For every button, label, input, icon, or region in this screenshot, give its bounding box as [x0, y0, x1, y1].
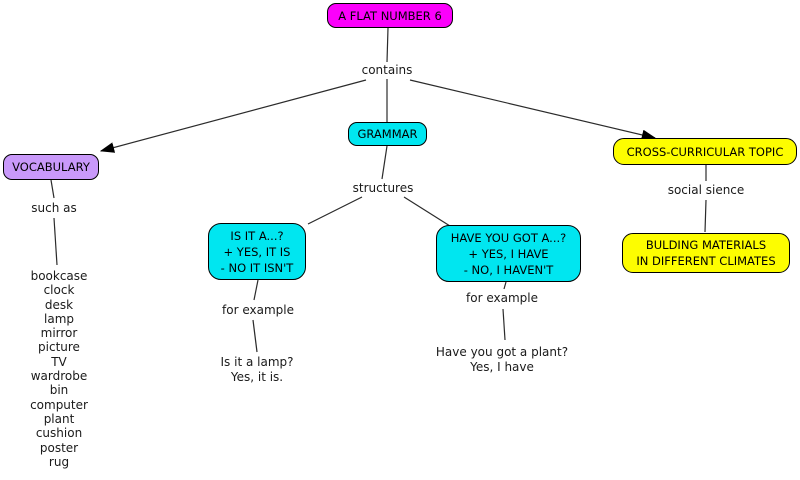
link-forexample-isitexample-line: [252, 319, 258, 353]
link-structures-haveyougot-line: [403, 196, 451, 227]
node-have-you-got-a-line3: - NO, I HAVEN'T: [463, 262, 554, 277]
link-label-structures[interactable]: structures: [352, 181, 414, 195]
link-structures-isit-line: [307, 196, 363, 225]
link-suchas-vocablist-line: [53, 217, 58, 266]
list-item: picture: [38, 340, 80, 355]
link-label-for-example-right[interactable]: for example: [466, 291, 538, 305]
link-label-social-sience[interactable]: social sience: [667, 183, 745, 197]
list-item: bin: [49, 383, 69, 398]
link-label-such-as[interactable]: such as: [31, 201, 77, 215]
link-contains-vocabulary-arrow: [99, 79, 367, 153]
link-label-for-example-left[interactable]: for example: [222, 303, 294, 317]
link-vocabulary-suchas-line: [50, 179, 55, 199]
example-answer: Yes, it is.: [230, 370, 284, 384]
node-is-it-a-line3: - NO IT ISN'T: [220, 260, 294, 275]
example-answer: Yes, I have: [470, 360, 534, 374]
example-question: Have you got a plant?: [435, 345, 569, 359]
link-contains-crosscurricular-arrow: [409, 79, 657, 141]
node-have-you-got-a-line1: HAVE YOU GOT A...?: [450, 230, 567, 245]
node-is-it-a-line1: IS IT A...?: [230, 228, 284, 243]
node-cross-curricular-topic[interactable]: CROSS-CURRICULAR TOPIC: [613, 138, 797, 165]
node-have-you-got-a-line2: + YES, I HAVE: [468, 246, 549, 261]
link-socialscience-building-line: [704, 199, 707, 233]
list-item: rug: [48, 454, 70, 469]
example-is-it-a-lamp[interactable]: Is it a lamp? Yes, it is.: [197, 355, 317, 385]
node-vocabulary[interactable]: VOCABULARY: [3, 154, 99, 180]
list-item: poster: [39, 440, 79, 455]
node-is-it-a[interactable]: IS IT A...? + YES, IT IS - NO IT ISN'T: [208, 223, 306, 280]
node-building-materials-line2: IN DIFFERENT CLIMATES: [636, 254, 776, 268]
example-question: Is it a lamp?: [220, 355, 294, 369]
list-item: clock: [43, 283, 75, 298]
list-item: computer: [30, 397, 88, 412]
node-is-it-a-line2: + YES, IT IS: [223, 244, 291, 259]
list-item: lamp: [44, 311, 74, 326]
link-grammar-structures-line: [381, 145, 388, 180]
link-haveyougot-forexample-line: [503, 281, 507, 290]
list-item: bookcase: [30, 269, 88, 283]
list-item: plant: [43, 411, 75, 426]
node-have-you-got-a[interactable]: HAVE YOU GOT A...? + YES, I HAVE - NO, I…: [436, 225, 581, 282]
example-have-you-got-a-plant[interactable]: Have you got a plant? Yes, I have: [432, 345, 572, 375]
node-a-flat-number-6[interactable]: A FLAT NUMBER 6: [327, 3, 453, 28]
list-item: desk: [44, 297, 74, 312]
node-building-materials[interactable]: BULDING MATERIALS IN DIFFERENT CLIMATES: [622, 233, 790, 273]
vocabulary-list[interactable]: bookcase clock desk lamp mirror picture …: [9, 269, 109, 469]
list-item: TV: [51, 354, 67, 369]
node-grammar[interactable]: GRAMMAR: [348, 122, 427, 146]
node-building-materials-line1: BULDING MATERIALS: [645, 238, 767, 252]
list-item: mirror: [40, 326, 78, 341]
list-item: wardrobe: [30, 369, 88, 384]
link-label-contains[interactable]: contains: [361, 63, 413, 77]
link-forexample-haveyougotexample-line: [502, 308, 506, 341]
link-isit-forexample-line: [253, 279, 259, 301]
link-root-contains-line: [386, 27, 389, 63]
list-item: cushion: [35, 426, 83, 441]
